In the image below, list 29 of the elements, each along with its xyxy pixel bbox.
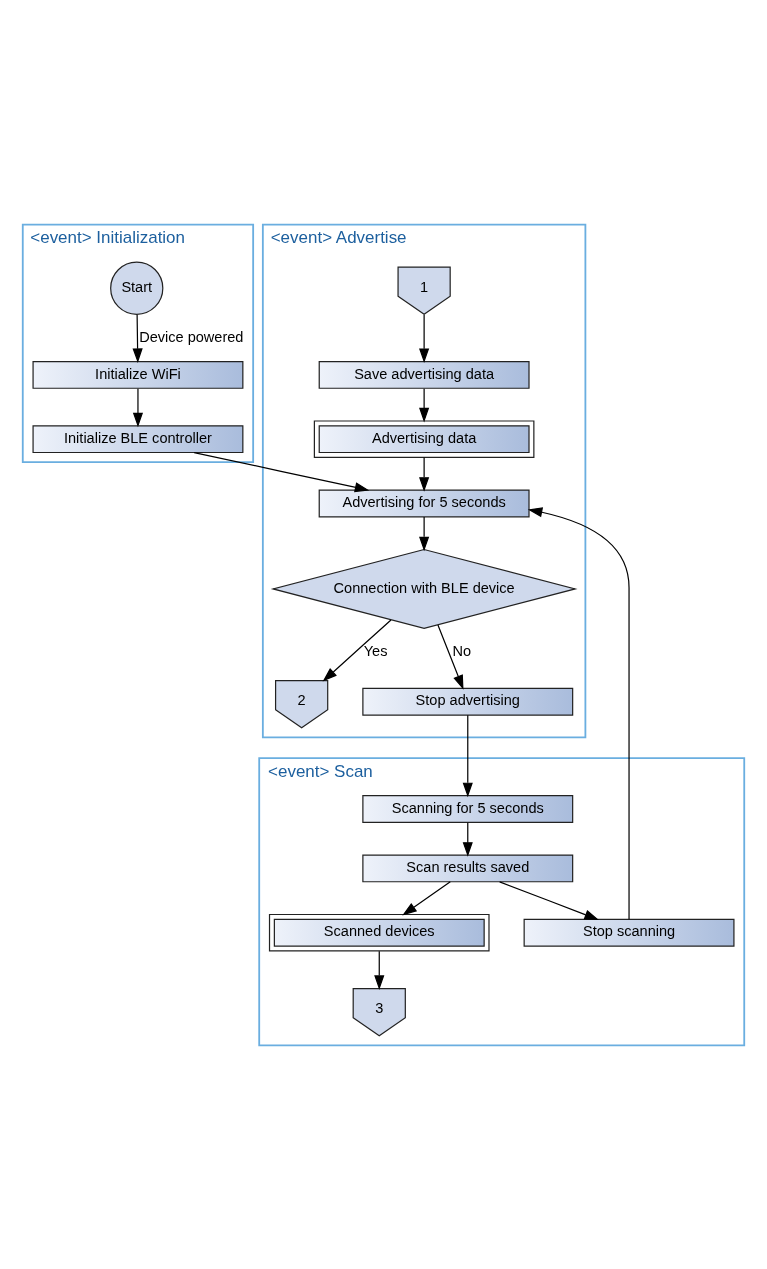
edge-label: Yes bbox=[363, 642, 388, 659]
arrow bbox=[402, 880, 451, 915]
arrow bbox=[462, 714, 473, 797]
node-box: Scan results saved bbox=[362, 853, 574, 882]
arrow bbox=[419, 515, 430, 551]
arrow bbox=[419, 387, 430, 422]
node-box: Stop scanning bbox=[523, 918, 735, 947]
node-box: Stop advertising bbox=[362, 687, 574, 716]
node-box: Scanned devices bbox=[268, 913, 490, 951]
arrow bbox=[322, 618, 392, 682]
arrow bbox=[419, 456, 430, 492]
arrow bbox=[527, 506, 630, 920]
arrow bbox=[132, 387, 144, 427]
node-circle: Start bbox=[110, 261, 164, 315]
arrow bbox=[374, 950, 385, 990]
arrow bbox=[419, 313, 430, 363]
node-box: Initialize WiFi bbox=[32, 360, 244, 389]
arrow bbox=[462, 821, 473, 857]
node-box: Scanning for 5 seconds bbox=[362, 794, 574, 823]
node-box: Initialize BLE controller bbox=[32, 424, 244, 453]
node-box: Advertising for 5 seconds bbox=[318, 489, 530, 517]
arrow bbox=[437, 623, 464, 690]
node-diamond: Connection with BLE device bbox=[270, 548, 578, 629]
edge-label: Device powered bbox=[139, 328, 244, 345]
node-box: Advertising data bbox=[313, 419, 535, 458]
arrow bbox=[132, 313, 143, 363]
edge-label: No bbox=[452, 642, 472, 659]
arrow bbox=[499, 880, 599, 920]
node-box: Save advertising data bbox=[318, 360, 530, 389]
